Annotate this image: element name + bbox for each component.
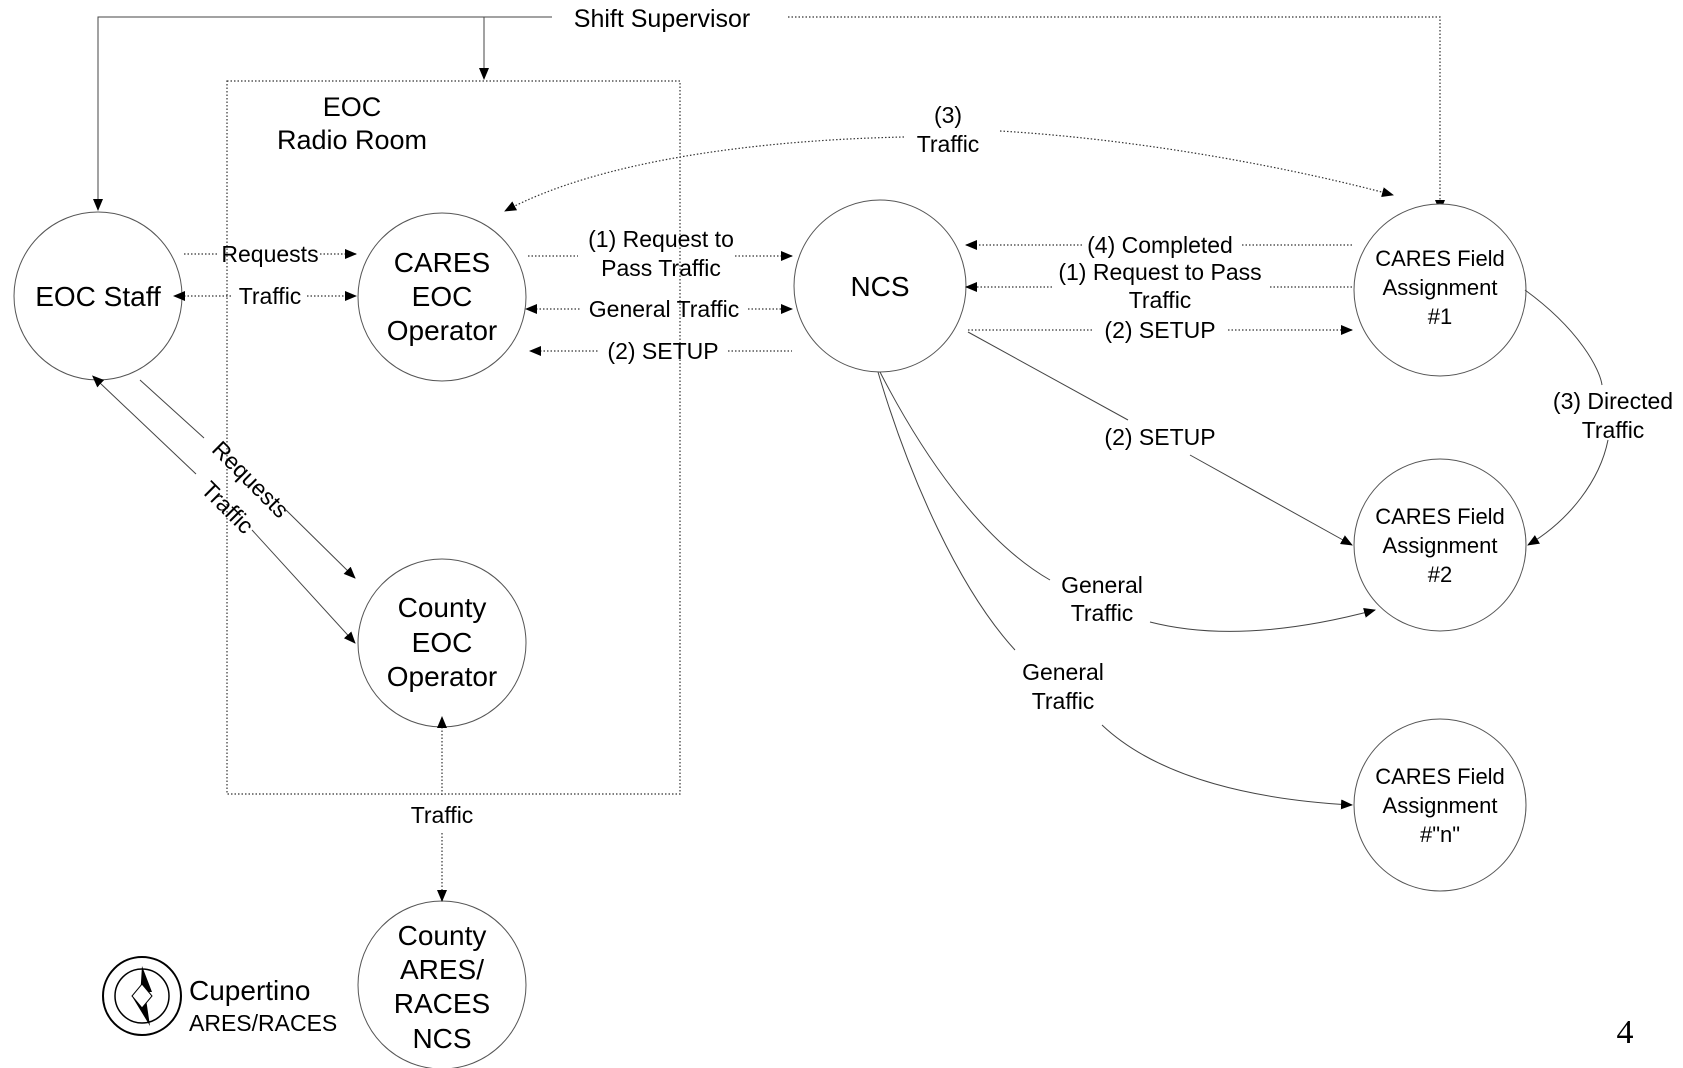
fieldn-line2: Assignment bbox=[1383, 793, 1498, 818]
setup-label-diagonal: (2) SETUP bbox=[1104, 424, 1215, 450]
setup-label-left: (2) SETUP bbox=[607, 338, 718, 364]
county-eoc-line2: EOC bbox=[412, 627, 473, 658]
edge-ncs-field1: (4) Completed (1) Request to Pass Traffi… bbox=[965, 232, 1353, 343]
room-title-line1: EOC bbox=[323, 92, 382, 122]
ncs-label: NCS bbox=[850, 271, 909, 302]
node-cares-field-2: CARES Field Assignment #2 bbox=[1353, 458, 1527, 632]
node-cares-eoc-operator: CARES EOC Operator bbox=[357, 212, 527, 382]
cares-eoc-line3: Operator bbox=[387, 315, 498, 346]
cupertino-ares-logo: Cupertino ARES/RACES bbox=[102, 956, 337, 1036]
directed-line1: (3) Directed bbox=[1553, 388, 1673, 414]
cares-eoc-line2: EOC bbox=[412, 281, 473, 312]
field2-line3: #2 bbox=[1428, 562, 1452, 587]
field1-line1: CARES Field bbox=[1375, 246, 1505, 271]
setup-label-right: (2) SETUP bbox=[1104, 317, 1215, 343]
node-county-eoc-operator: County EOC Operator bbox=[357, 558, 527, 728]
request-pass-right-line1: (1) Request to Pass bbox=[1058, 259, 1261, 285]
general-traffic-label: General Traffic bbox=[589, 296, 739, 322]
field1-line3: #1 bbox=[1428, 304, 1452, 329]
edge-field1-field2-directed: (3) Directed Traffic bbox=[1524, 289, 1673, 546]
logo-sub: ARES/RACES bbox=[189, 1010, 337, 1036]
field1-line2: Assignment bbox=[1383, 275, 1498, 300]
logo-name: Cupertino bbox=[189, 975, 310, 1006]
edge-ncs-fieldn-general: General Traffic bbox=[877, 371, 1353, 810]
request-pass-line2: Pass Traffic bbox=[601, 255, 721, 281]
county-eoc-line3: Operator bbox=[387, 661, 498, 692]
county-traffic-label: Traffic bbox=[411, 802, 474, 828]
general1-line1: General bbox=[1061, 572, 1143, 598]
request-pass-line1: (1) Request to bbox=[588, 226, 734, 252]
completed-label: (4) Completed bbox=[1087, 232, 1233, 258]
county-ncs-line3: RACES bbox=[394, 988, 490, 1019]
shift-supervisor-label: Shift Supervisor bbox=[574, 5, 750, 33]
node-ncs: NCS bbox=[793, 199, 967, 373]
edge-county-eoc-ncs: Traffic bbox=[411, 716, 474, 902]
fieldn-line3: #"n" bbox=[1420, 822, 1460, 847]
county-ncs-line1: County bbox=[398, 920, 487, 951]
edge-staff-county-diagonals: Requests Traffic bbox=[92, 375, 356, 644]
edge-cares-ncs: (1) Request to Pass Traffic General Traf… bbox=[525, 226, 793, 364]
county-ncs-line4: NCS bbox=[412, 1023, 471, 1054]
general2-line2: Traffic bbox=[1032, 688, 1095, 714]
county-eoc-line1: County bbox=[398, 592, 487, 623]
field2-line1: CARES Field bbox=[1375, 504, 1505, 529]
cares-eoc-line1: CARES bbox=[394, 247, 490, 278]
edge-field1-cares-traffic: (3) Traffic bbox=[504, 102, 1394, 212]
general2-line1: General bbox=[1022, 659, 1104, 685]
node-cares-field-1: CARES Field Assignment #1 bbox=[1353, 203, 1527, 377]
traffic-label: Traffic bbox=[239, 283, 302, 309]
node-eoc-staff: EOC Staff bbox=[13, 211, 183, 381]
node-cares-field-n: CARES Field Assignment #"n" bbox=[1353, 718, 1527, 892]
field2-line2: Assignment bbox=[1383, 533, 1498, 558]
node-county-ares-races-ncs: County ARES/ RACES NCS bbox=[357, 900, 527, 1068]
room-title-line2: Radio Room bbox=[277, 125, 427, 155]
eoc-staff-label: EOC Staff bbox=[35, 281, 161, 312]
shift-supervisor-connectors bbox=[93, 16, 1445, 212]
traffic3-line2: Traffic bbox=[917, 131, 980, 157]
edge-ncs-field2-general: General Traffic bbox=[879, 371, 1376, 632]
edge-ncs-field2-setup: (2) SETUP bbox=[967, 331, 1353, 546]
diamond-icon bbox=[131, 983, 153, 1009]
directed-line2: Traffic bbox=[1582, 417, 1645, 443]
edge-staff-cares: Requests Traffic bbox=[173, 241, 357, 309]
request-pass-right-line2: Traffic bbox=[1129, 287, 1192, 313]
requests-label: Requests bbox=[221, 241, 318, 267]
fieldn-line1: CARES Field bbox=[1375, 764, 1505, 789]
page-number: 4 bbox=[1617, 1014, 1634, 1051]
eoc-radio-room-box bbox=[226, 80, 681, 795]
traffic3-line1: (3) bbox=[934, 102, 962, 128]
general1-line2: Traffic bbox=[1071, 600, 1134, 626]
county-ncs-line2: ARES/ bbox=[400, 954, 484, 985]
